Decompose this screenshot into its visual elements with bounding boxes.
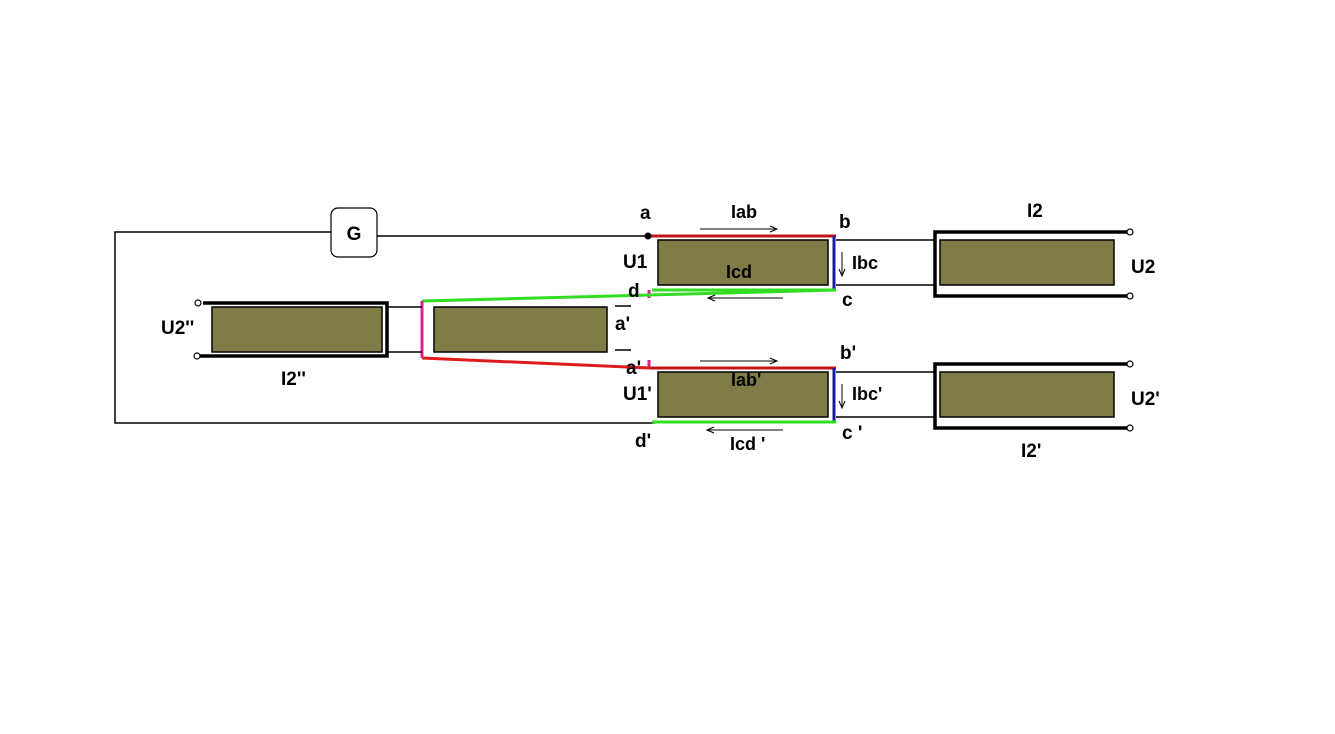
upper-secondary-winding: [933, 230, 1128, 298]
upper-primary-transformer: [644, 232, 836, 298]
middle-core-right: [433, 306, 608, 353]
node-b-label: b: [839, 212, 851, 233]
upper-secondary-core: [939, 239, 1115, 286]
arrow-ibc-head: [838, 268, 846, 278]
upper-primary-core: [657, 239, 829, 286]
node-d-prime-label: d': [635, 431, 651, 452]
voltage-u2-double-label: U2'': [161, 318, 194, 339]
left-secondary-winding: [197, 301, 389, 358]
current-i2-double-label: I2'': [281, 369, 306, 390]
voltage-u1-label: U1: [623, 252, 648, 273]
node-a-prime-mid-label: a': [615, 314, 630, 335]
node-b-prime-label: b': [840, 343, 856, 364]
arrow-icd-head: [706, 294, 716, 302]
green-cross-wire: [421, 288, 837, 303]
labels: a b c d a' a' b' c ' d' Iab Ibc Icd Iab'…: [161, 201, 1160, 462]
upper-secondary-transformer: [836, 228, 1134, 300]
current-i2-label: I2: [1027, 201, 1043, 222]
node-a-label: a: [640, 203, 651, 224]
generator-label: G: [347, 224, 362, 245]
terminal-u2-prime-top: [1126, 360, 1134, 368]
lower-secondary-transformer: [836, 360, 1134, 432]
current-icd-prime-label: Icd ': [730, 434, 765, 454]
generator-box: [330, 207, 378, 258]
lower-secondary-winding: [933, 362, 1128, 430]
lower-secondary-core: [939, 371, 1115, 418]
lower-primary-transformer: [647, 360, 836, 424]
current-i2-prime-label: I2': [1021, 441, 1041, 462]
current-ibc-label: Ibc: [852, 253, 878, 273]
current-ibc-prime-label: Ibc': [852, 384, 882, 404]
generator: G: [330, 207, 378, 258]
voltage-u2-prime-label: U2': [1131, 389, 1160, 410]
arrow-ibc-prime-head: [838, 400, 846, 410]
node-d-label: d: [628, 281, 640, 302]
terminal-u2-top: [1126, 228, 1134, 236]
return-wire: [114, 231, 655, 424]
terminal-left-bottom: [193, 352, 201, 360]
arrow-iab-prime-head: [769, 357, 779, 365]
node-a-prime-label: a': [626, 358, 641, 379]
node-c-prime-label: c ': [842, 423, 862, 444]
voltage-u1-prime-label: U1': [623, 384, 652, 405]
red-cross-wire: [421, 356, 651, 370]
left-secondary-core: [211, 306, 383, 353]
terminal-u2-bottom: [1126, 292, 1134, 300]
arrow-icd-prime-head: [705, 426, 715, 434]
middle-transformer: [420, 288, 837, 370]
left-secondary-transformer: [193, 299, 422, 360]
terminal-left-top: [194, 299, 202, 307]
node-a-dot: [644, 232, 652, 240]
current-iab-prime-label: Iab': [731, 370, 761, 390]
current-arrows: [700, 225, 846, 434]
current-icd-label: Icd: [726, 262, 752, 282]
terminal-u2-prime-bottom: [1126, 424, 1134, 432]
voltage-u2-label: U2: [1131, 257, 1155, 278]
arrow-iab-head: [769, 225, 779, 233]
node-c-label: c: [842, 290, 853, 311]
lower-primary-core: [657, 371, 829, 418]
current-iab-label: Iab: [731, 202, 757, 222]
supply-wiring: [114, 231, 655, 424]
